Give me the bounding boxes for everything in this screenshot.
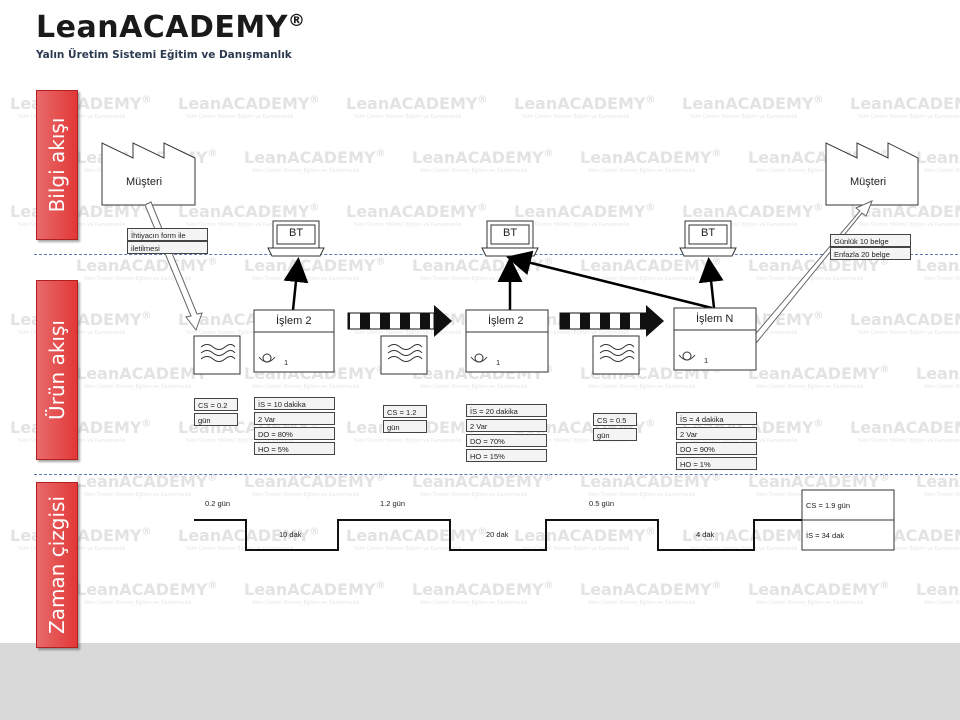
lane-label-product: Ürün akışı <box>36 280 78 460</box>
right-note-line-1: Günlük 10 belge <box>830 234 911 247</box>
right-note-line-2: Enfazla 20 belge <box>830 247 911 260</box>
process-2-do: DO = 70% <box>466 434 547 447</box>
process-1-ho: HO = 5% <box>254 442 335 455</box>
inventory-icon-2 <box>380 335 428 375</box>
process-3-do: DO = 90% <box>676 442 757 455</box>
timeline-wait-2: 1.2 gün <box>380 499 406 508</box>
customer-right-label: Müşteri <box>850 176 887 188</box>
inventory-2-cs: CS = 1.2 <box>383 405 427 418</box>
operator-icon-3 <box>678 351 696 361</box>
process-3-ho: HO = 1% <box>676 457 757 470</box>
inventory-3-cs: CS = 0.5 <box>593 413 637 426</box>
process-3-cycle: İS = 4 dakika <box>676 412 757 425</box>
left-note-line-1: İhtiyacın form ile <box>127 228 208 241</box>
operator-count-2: 1 <box>496 358 501 367</box>
process-2-cycle: İS = 20 dakika <box>466 404 547 417</box>
timeline-total-box <box>801 489 895 551</box>
bt-label-1: BT <box>289 227 304 239</box>
inventory-3-unit: gün <box>593 428 637 441</box>
laptop-icon-3 <box>679 220 737 257</box>
operator-icon-2 <box>470 353 488 363</box>
process-3-shifts: 2 Var <box>676 427 757 440</box>
operator-count-1: 1 <box>284 358 289 367</box>
info-arrow-pn-bt2 <box>506 250 713 310</box>
inventory-2-unit: gün <box>383 420 427 433</box>
lane-label-info: Bilgi akışı <box>36 90 78 240</box>
process-title-2: İşlem 2 <box>488 315 524 327</box>
push-arrow-icon-1 <box>347 305 452 337</box>
customer-left-label: Müşteri <box>126 176 163 188</box>
process-2-shifts: 2 Var <box>466 419 547 432</box>
timeline-proc-1: 10 dak <box>279 530 302 539</box>
timeline-total-is: İS = 34 dak <box>806 531 845 540</box>
push-arrow-icon-2 <box>559 305 664 337</box>
process-2-ho: HO = 15% <box>466 449 547 462</box>
process-title-3: İşlem N <box>696 313 734 325</box>
laptop-icon-2 <box>481 220 539 257</box>
operator-count-3: 1 <box>704 356 709 365</box>
logo-tagline: Yalın Üretim Sistemi Eğitim ve Danışmanl… <box>36 49 292 61</box>
inventory-icon-1 <box>193 335 241 375</box>
process-1-cycle: İS = 10 dakika <box>254 397 335 410</box>
customer-left-factory-icon <box>101 142 196 206</box>
timeline-wait-1: 0.2 gün <box>205 499 231 508</box>
process-title-1: İşlem 2 <box>276 315 312 327</box>
footer-band <box>0 643 960 720</box>
inventory-1-cs: CS = 0.2 <box>194 398 238 411</box>
info-arrow-pn <box>698 257 724 309</box>
lane-divider-2 <box>34 474 958 475</box>
timeline-proc-2: 20 dak <box>486 530 509 539</box>
inventory-icon-3 <box>592 335 640 375</box>
timeline-total-cs: CS = 1.9 gün <box>806 501 850 510</box>
laptop-icon-1 <box>267 220 325 257</box>
logo-name: LeanACADEMY <box>36 10 288 45</box>
bt-label-2: BT <box>503 227 518 239</box>
customer-right-factory-icon <box>825 142 919 206</box>
timeline-ladder <box>194 519 802 551</box>
logo: LeanACADEMY® Yalın Üretim Sistemi Eğitim… <box>36 10 306 61</box>
info-arrow-p1 <box>283 257 309 311</box>
lane-label-time: Zaman çizgisi <box>36 482 78 648</box>
operator-icon-1 <box>258 353 276 363</box>
left-note-line-2: iletilmesi <box>127 241 208 254</box>
process-1-shifts: 2 Var <box>254 412 335 425</box>
bt-label-3: BT <box>701 227 716 239</box>
timeline-wait-3: 0.5 gün <box>589 499 615 508</box>
info-arrow-right-icon <box>751 200 873 343</box>
info-arrow-left-icon <box>144 201 203 332</box>
timeline-proc-3: 4 dak <box>696 530 715 539</box>
process-1-do: DO = 80% <box>254 427 335 440</box>
inventory-1-unit: gün <box>194 413 238 426</box>
logo-mark: ® <box>288 11 306 31</box>
